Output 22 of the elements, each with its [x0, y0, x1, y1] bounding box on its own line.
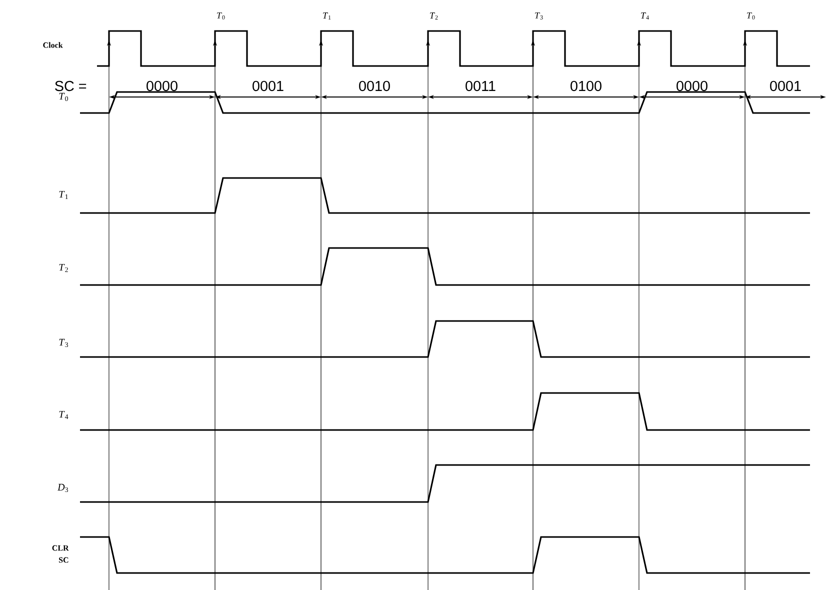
signal-label: T$_{1}$ — [59, 190, 68, 200]
time-label: T$_{3}$ — [535, 12, 543, 20]
time-label: T$_{2}$ — [430, 12, 438, 20]
signal-label: T$_{2}$ — [59, 264, 68, 272]
signal-label: T$_{4}$ — [59, 410, 68, 420]
time-label: T$_{1}$ — [323, 12, 331, 20]
signal-label: Clock — [43, 42, 63, 48]
state-label: 0000 — [676, 80, 708, 92]
state-label: 0011 — [466, 80, 496, 92]
signal-label: CLR SC — [52, 545, 69, 563]
state-label: 0001 — [770, 80, 801, 92]
state-label: 0000 — [146, 80, 178, 92]
register-label: SC = — [55, 80, 86, 92]
state-label: 0010 — [359, 80, 390, 92]
signal-label: D$_{3}$ — [57, 484, 68, 492]
state-label: 0100 — [570, 80, 602, 92]
time-label: T$_{4}$ — [641, 12, 649, 20]
state-label: 0001 — [252, 80, 284, 92]
signal-label: T$_{3}$ — [59, 338, 68, 348]
signal-label: T$_{0}$ — [59, 92, 68, 102]
time-label: T$_{0}$ — [217, 12, 225, 20]
time-label: T$_{0}$ — [747, 12, 755, 20]
